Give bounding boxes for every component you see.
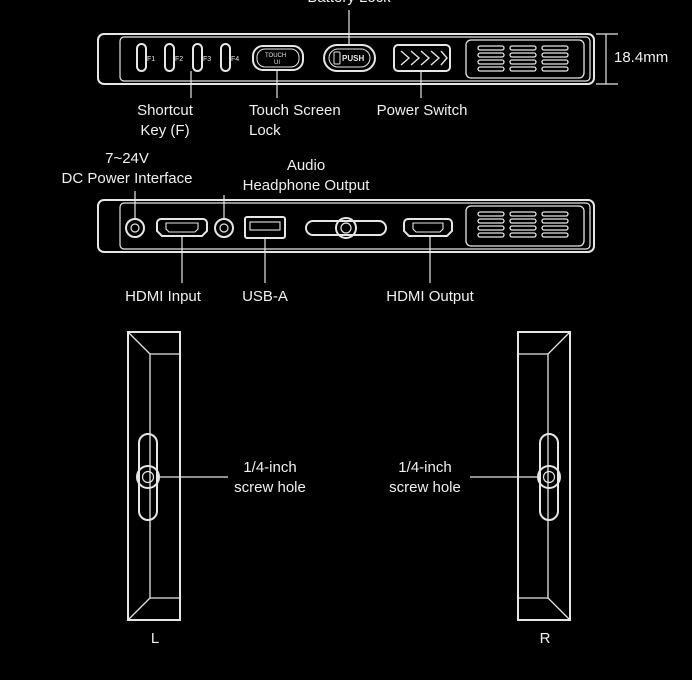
hdmi-input-port [156,218,208,237]
vent-grille-bottom [465,205,585,247]
label-left-screw-line1: 1/4-inch [243,459,297,476]
label-left-screw-hole: 1/4-inch screw hole [234,458,306,498]
label-touch-line2: Lock [249,122,281,139]
key-f2-text: F2 [175,56,183,63]
label-right-screw-line2: screw hole [389,479,461,496]
label-battery-lock: Battery Lock [307,0,390,8]
label-power-switch: Power Switch [376,102,468,119]
dimension-marker [596,33,618,85]
label-dc-line2: DC Power Interface [61,170,193,187]
label-hdmi-output: HDMI Output [386,288,474,305]
label-right-screw-hole: 1/4-inch screw hole [389,458,461,498]
vent-grille-top [465,39,585,79]
label-dc-line1: 7~24V [105,150,149,167]
label-touch-screen-lock: Touch Screen Lock [249,101,341,141]
touch-button-text-2: UI [274,60,280,66]
label-touch-line1: Touch Screen [249,102,341,119]
label-shortcut-key: Shortcut Key (F) [137,101,193,141]
dc-jack [125,218,145,238]
key-f3-text: F3 [203,56,211,63]
label-right-side: R [539,630,551,647]
audio-jack [214,218,234,238]
label-left-screw-line2: screw hole [234,479,306,496]
shortcut-keys [136,43,231,72]
usb-a-port [244,216,286,239]
label-left-side: L [150,630,160,647]
push-button-text: PUSH [342,54,364,63]
screw-mount-bottom [305,217,387,239]
label-audio: Audio Headphone Output [243,156,370,196]
touch-button-text-1: TOUCH [265,53,286,59]
power-switch [393,44,451,72]
label-audio-line2: Headphone Output [242,177,370,194]
label-dc-power: 7~24V DC Power Interface [62,149,193,189]
hdmi-output-port [403,218,453,237]
bottom-view-device [97,191,595,283]
label-shortcut-line1: Shortcut [137,102,193,119]
label-dimension: 18.4mm [614,49,669,66]
label-right-screw-line1: 1/4-inch [398,459,452,476]
key-f1-text: F1 [147,56,155,63]
label-shortcut-line2: Key (F) [140,122,190,139]
label-usb-a: USB-A [242,288,288,305]
left-side-device [127,331,228,621]
touch-lock-button [252,45,304,71]
key-f4-text: F4 [231,56,239,63]
label-audio-line1: Audio [286,157,326,174]
label-hdmi-input: HDMI Input [125,288,201,305]
right-side-device [470,331,571,621]
top-view-device [97,10,618,98]
